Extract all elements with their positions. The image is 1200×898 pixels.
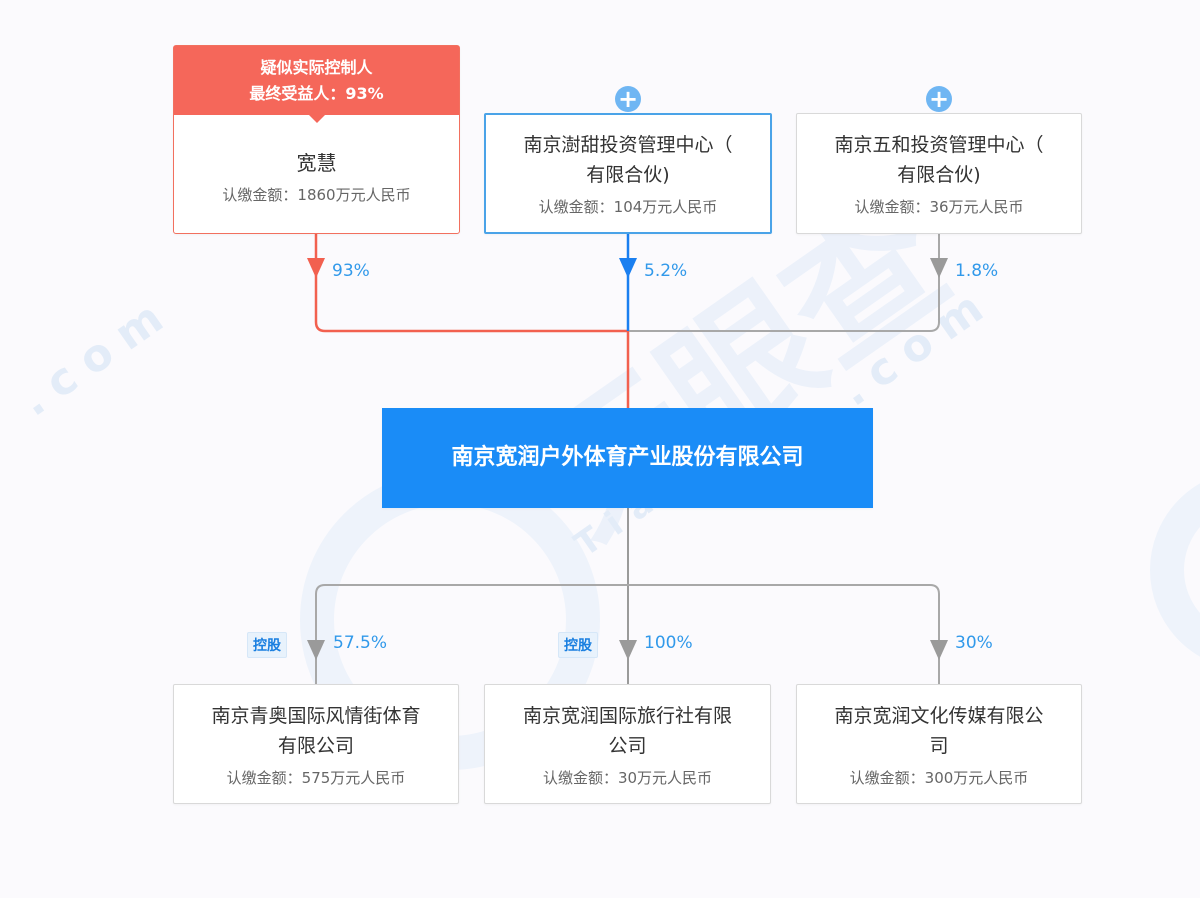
subsidiary-name[interactable]: 南京青奥国际风情街体育 [211,704,421,727]
investment-percent: 100% [644,633,693,653]
subsidiary-name[interactable]: 南京宽润国际旅行社有限 [522,704,732,727]
subsidiary-name[interactable]: 南京宽润文化传媒有限公 [834,704,1044,727]
shareholding-percent: 1.8% [955,261,999,281]
shareholder-name[interactable]: 南京五和投资管理中心（ [834,134,1044,156]
investment-percent: 57.5% [333,633,388,653]
subscribed-amount: 认缴金额：36万元人民币 [854,198,1024,216]
shareholder-node[interactable]: 南京澍甜投资管理中心（ 有限合伙) 认缴金额：104万元人民币 [484,113,772,234]
actual-controller-label: 疑似实际控制人 [260,57,373,77]
subscribed-amount: 认缴金额：104万元人民币 [538,198,718,216]
investment-percent: 30% [955,633,993,653]
shareholder-name-cont[interactable]: 有限合伙) [897,164,981,186]
subsidiary-name-cont[interactable]: 公司 [608,734,647,757]
subscribed-amount: 认缴金额：1860万元人民币 [222,185,411,204]
shareholder-node-controller[interactable]: 疑似实际控制人 最终受益人：93% 宽慧 认缴金额：1860万元人民币 [173,45,460,234]
subsidiary-node[interactable]: 南京青奥国际风情街体育 有限公司 认缴金额：575万元人民币 [173,684,459,804]
expand-plus-icon[interactable]: + [926,86,952,112]
subsidiary-name-cont[interactable]: 司 [929,734,949,757]
target-company-node[interactable]: 南京宽润户外体育产业股份有限公司 [382,408,873,508]
shareholding-percent: 5.2% [644,261,688,281]
subsidiary-name-cont[interactable]: 有限公司 [277,734,354,757]
expand-plus-icon[interactable]: + [615,86,641,112]
subsidiary-node[interactable]: 南京宽润文化传媒有限公 司 认缴金额：300万元人民币 [796,684,1082,804]
shareholder-name[interactable]: 宽慧 [296,150,337,175]
beneficiary-label: 最终受益人：93% [249,83,384,103]
shareholding-percent: 93% [332,261,370,281]
subscribed-amount: 认缴金额：300万元人民币 [849,768,1029,787]
subsidiary-node[interactable]: 南京宽润国际旅行社有限 公司 认缴金额：30万元人民币 [484,684,771,804]
actual-controller-header: 疑似实际控制人 最终受益人：93% [174,46,459,123]
shareholder-name-cont[interactable]: 有限合伙) [586,164,670,186]
controlling-badge: 控股 [558,632,598,658]
shareholder-node[interactable]: 南京五和投资管理中心（ 有限合伙) 认缴金额：36万元人民币 [796,113,1082,234]
subscribed-amount: 认缴金额：30万元人民币 [542,768,713,787]
controlling-badge: 控股 [247,632,287,658]
shareholder-name[interactable]: 南京澍甜投资管理中心（ [523,134,733,156]
target-company-name[interactable]: 南京宽润户外体育产业股份有限公司 [451,445,804,470]
subscribed-amount: 认缴金额：575万元人民币 [226,768,406,787]
